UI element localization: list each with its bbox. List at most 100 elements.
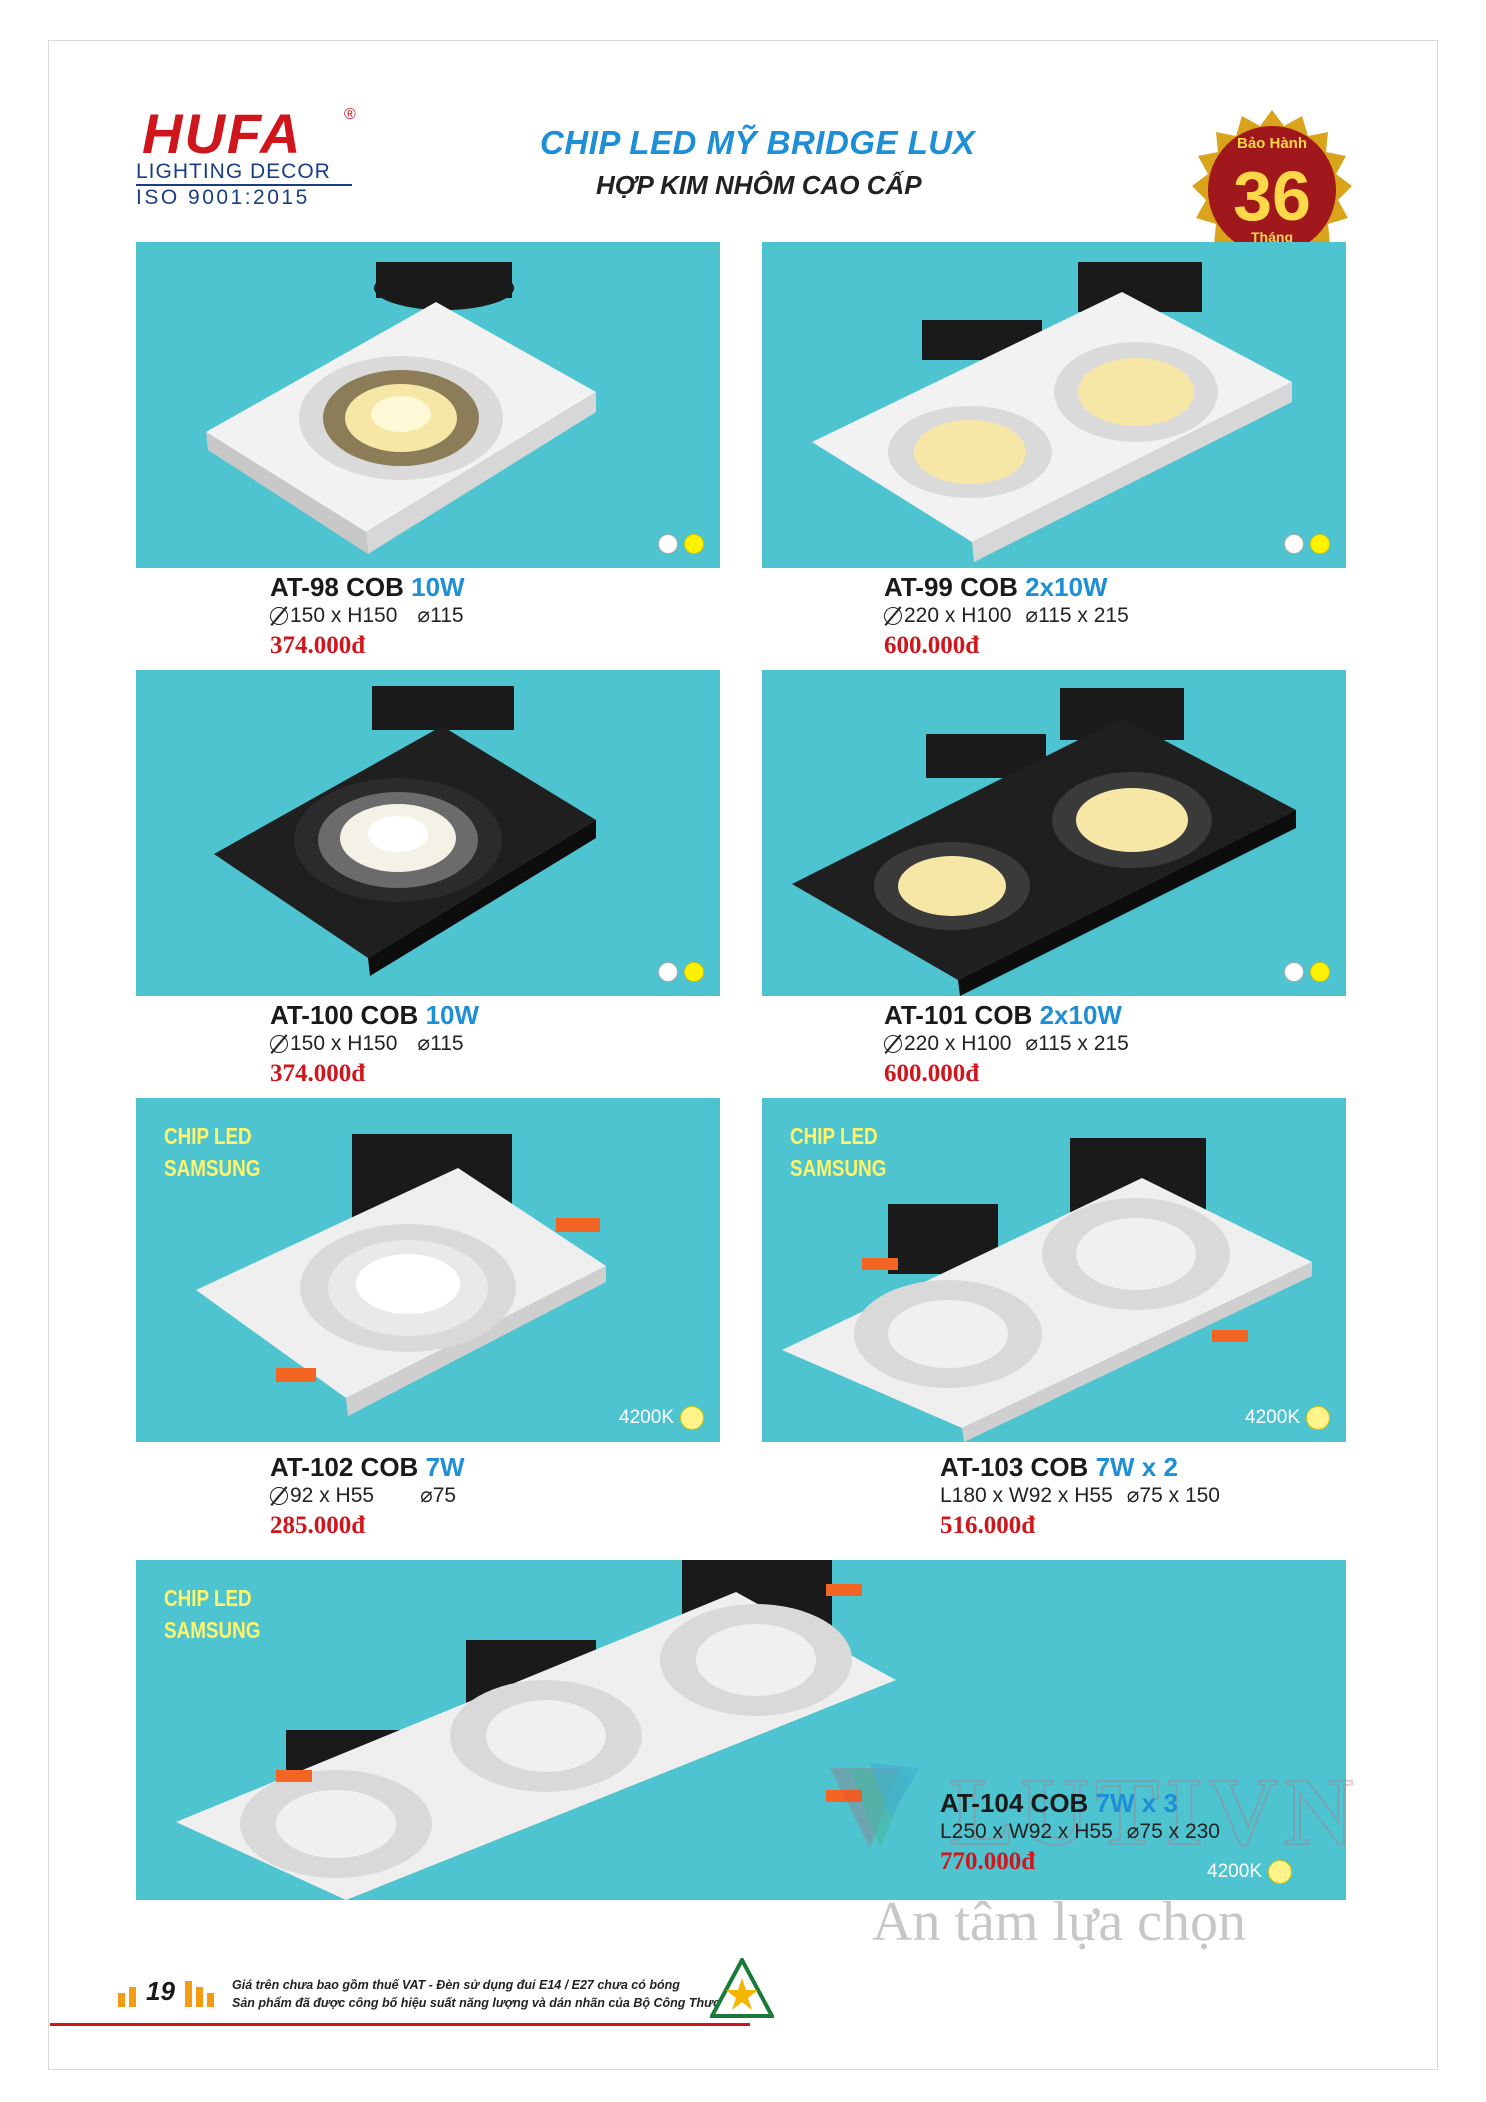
color-temperature: 4200K xyxy=(1207,1860,1292,1884)
cutout-size: 115 xyxy=(430,1032,464,1055)
brand-tagline: LIGHTING DECOR xyxy=(136,160,331,183)
cutout-size: 75 x 150 xyxy=(1139,1484,1220,1507)
kelvin-value: 4200K xyxy=(619,1407,674,1428)
white-light-dot xyxy=(1284,534,1304,554)
page-number: 19 xyxy=(146,1976,175,2006)
white-light-dot xyxy=(658,534,678,554)
product-panel-at100 xyxy=(136,670,720,996)
cutout-size: 115 x 215 xyxy=(1038,604,1129,627)
price: 374.000đ xyxy=(270,1060,366,1087)
price: 516.000đ xyxy=(940,1512,1036,1539)
warranty-bottom: Tháng xyxy=(1251,229,1293,245)
energy-label-icon xyxy=(710,1958,774,2018)
product-caption-at104: AT-104 COB 7W x 3 L250 x W92 x H55⌀75 x … xyxy=(940,1788,1220,1878)
diameter-icon xyxy=(884,607,902,625)
brand-name: HUFA xyxy=(142,102,303,165)
model-name: AT-104 COB xyxy=(940,1788,1089,1818)
product-caption-at100: AT-100 COB 10W 150 x H150⌀115 374.000đ xyxy=(270,1000,479,1090)
page-frame xyxy=(48,40,1438,2070)
footer-rule xyxy=(50,2023,750,2026)
chip-label: CHIP LED SAMSUNG xyxy=(164,1120,260,1184)
color-options xyxy=(1284,534,1330,554)
color-options xyxy=(658,534,704,554)
footer-note-line1: Giá trên chưa bao gồm thuế VAT - Đèn sử … xyxy=(232,1978,680,1992)
downlight-samsung-double-icon xyxy=(782,1138,1312,1442)
cutout-icon: ⌀ xyxy=(420,1484,433,1507)
price: 600.000đ xyxy=(884,1060,980,1087)
diameter-icon xyxy=(884,1035,902,1053)
price: 600.000đ xyxy=(884,632,980,659)
deco-bar xyxy=(195,1987,203,2007)
product-panel-at101 xyxy=(762,670,1346,996)
model-watt: 2x10W xyxy=(1039,1000,1122,1030)
dimensions: 150 x H150 xyxy=(290,604,398,627)
downlight-samsung-single-icon xyxy=(196,1134,606,1416)
kelvin-value: 4200K xyxy=(1245,1407,1300,1428)
price: 770.000đ xyxy=(940,1848,1036,1875)
model-watt: 10W xyxy=(425,1000,480,1030)
product-panel-at99 xyxy=(762,242,1346,568)
downlight-samsung-triple-icon xyxy=(176,1560,896,1900)
warranty-badge: Bảo Hành 36 Tháng xyxy=(1192,110,1352,270)
watermark-logo-text: LUTIVN xyxy=(950,1758,1359,1858)
warm-light-dot xyxy=(1268,1860,1292,1884)
white-light-dot xyxy=(658,962,678,982)
deco-bar xyxy=(118,1993,125,2007)
kelvin-value: 4200K xyxy=(1207,1861,1262,1882)
model-name: AT-102 COB xyxy=(270,1452,419,1482)
iso-certification: ISO 9001:2015 xyxy=(136,186,310,209)
downlight-double-white-icon xyxy=(812,262,1292,562)
cutout-icon: ⌀ xyxy=(1025,1032,1039,1055)
chip-line-1: CHIP LED xyxy=(164,1585,252,1611)
page-title: CHIP LED MỸ BRIDGE LUX xyxy=(540,124,976,161)
price: 285.000đ xyxy=(270,1512,366,1539)
product-panel-at102: CHIP LED SAMSUNG 4200K xyxy=(136,1098,720,1442)
product-caption-at102: AT-102 COB 7W 92 x H55⌀75 285.000đ xyxy=(270,1452,465,1542)
warm-light-dot xyxy=(1310,534,1330,554)
model-watt: 10W xyxy=(411,572,465,602)
color-options xyxy=(658,962,704,982)
page-subtitle: HỢP KIM NHÔM CAO CẤP xyxy=(596,170,922,200)
footer-note: Giá trên chưa bao gồm thuế VAT - Đèn sử … xyxy=(232,1976,737,2012)
downlight-single-white-icon xyxy=(206,262,596,554)
cutout-size: 115 xyxy=(430,604,464,627)
deco-bar xyxy=(206,1993,214,2007)
color-options xyxy=(1284,962,1330,982)
registered-mark: ® xyxy=(344,106,356,123)
model-watt: 2x10W xyxy=(1025,572,1108,602)
model-watt: 7W x 3 xyxy=(1095,1788,1178,1818)
model-name: AT-99 COB xyxy=(884,572,1018,602)
diameter-icon xyxy=(270,1487,288,1505)
cutout-size: 75 xyxy=(432,1484,457,1507)
dimensions: 220 x H100 xyxy=(904,1032,1012,1055)
dimensions: L250 x W92 x H55 xyxy=(940,1820,1113,1843)
deco-bar xyxy=(184,1981,192,2007)
model-name: AT-98 COB xyxy=(270,572,404,602)
page-number-block: 19 xyxy=(118,1976,214,2007)
dimensions: L180 x W92 x H55 xyxy=(940,1484,1113,1507)
dimensions: 92 x H55 xyxy=(290,1484,375,1507)
cutout-icon: ⌀ xyxy=(1126,1820,1140,1843)
model-name: AT-101 COB xyxy=(884,1000,1033,1030)
color-temperature: 4200K xyxy=(619,1406,704,1430)
chip-line-2: SAMSUNG xyxy=(164,1155,261,1181)
warranty-months: 36 xyxy=(1233,157,1311,235)
hufa-logo: HUFA ® LIGHTING DECOR ISO 9001:2015 xyxy=(136,104,356,214)
product-caption-at103: AT-103 COB 7W x 2 L180 x W92 x H55⌀75 x … xyxy=(940,1452,1220,1542)
downlight-single-black-icon xyxy=(214,686,596,976)
dimensions: 150 x H150 xyxy=(290,1032,398,1055)
chip-line-1: CHIP LED xyxy=(164,1123,252,1149)
model-name: AT-100 COB xyxy=(270,1000,419,1030)
white-light-dot xyxy=(1284,962,1304,982)
footer-note-line2: Sản phẩm đã được công bố hiệu suất năng … xyxy=(232,1996,737,2010)
cutout-size: 115 x 215 xyxy=(1038,1032,1129,1055)
warm-light-dot xyxy=(1306,1406,1330,1430)
warranty-top: Bảo Hành xyxy=(1237,135,1307,152)
cutout-icon: ⌀ xyxy=(1126,1484,1140,1507)
model-name: AT-103 COB xyxy=(940,1452,1089,1482)
warm-light-dot xyxy=(684,534,704,554)
